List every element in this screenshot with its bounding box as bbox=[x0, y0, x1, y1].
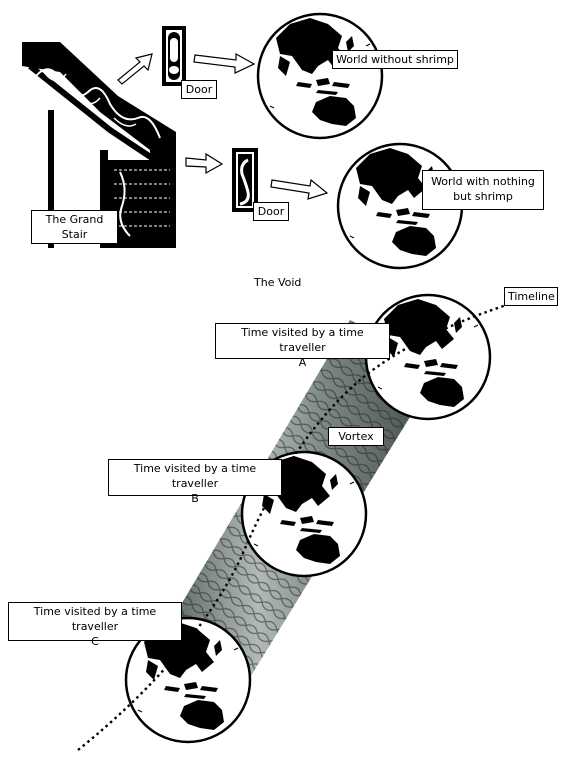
void-label: The Void bbox=[254, 276, 302, 289]
visit-b-label: Time visited by a time traveller B bbox=[108, 459, 282, 505]
door-label-top: Door bbox=[181, 80, 217, 99]
arrow-icon bbox=[117, 52, 329, 200]
globe-icon bbox=[256, 12, 384, 140]
visit-a-label: Time visited by a time traveller A bbox=[215, 323, 390, 369]
timeline-label: Timeline bbox=[504, 287, 558, 306]
grand-stair-label: The Grand Stair bbox=[31, 210, 118, 244]
visit-c-label: Time visited by a time traveller C bbox=[8, 602, 182, 648]
world-without-shrimp-label: World without shrimp bbox=[332, 50, 458, 69]
world-with-shrimp-label: World with nothing but shrimp bbox=[422, 170, 544, 210]
door-label-bottom: Door bbox=[253, 202, 289, 221]
door-icon bbox=[162, 26, 186, 86]
vortex-label: Vortex bbox=[328, 427, 384, 446]
door-s-icon bbox=[232, 148, 258, 212]
